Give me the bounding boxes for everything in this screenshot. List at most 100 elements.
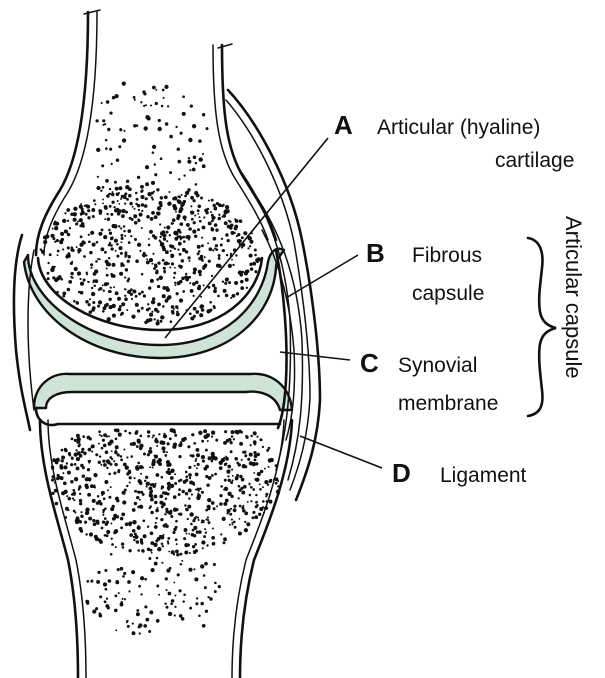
stipple-dot [86,205,90,209]
stipple-dot [211,227,213,229]
stipple-dot [43,235,47,239]
stipple-dot [111,450,113,452]
stipple-dot [150,104,152,106]
stipple-dot [207,208,210,211]
stipple-dot [203,535,206,538]
stipple-dot [164,454,167,457]
stipple-dot [185,492,188,495]
stipple-dot [97,495,100,498]
stipple-dot [134,99,136,101]
stipple-dot [236,462,239,465]
stipple-dot [113,472,116,475]
stipple-dot [98,300,102,304]
stipple-dot [104,218,106,220]
stipple-dot [202,460,205,463]
label-c-text-line1: Synovial [398,354,477,377]
stipple-dot [91,208,95,212]
stipple-dot [164,602,166,604]
stipple-dot [252,488,255,491]
stipple-dot [231,519,233,521]
stipple-dot [119,305,122,308]
stipple-dot [220,533,222,535]
stipple-dot [54,489,58,493]
stipple-dot [181,194,183,196]
stipple-dot [180,236,183,239]
stipple-dot [146,260,150,264]
stipple-dot [103,463,107,467]
stipple-dot [135,124,138,127]
stipple-dot [185,532,187,534]
stipple-dot [189,260,191,262]
stipple-dot [133,214,137,218]
stipple-dot [73,212,77,216]
label-a: A Articular (hyaline) cartilage [334,110,574,172]
stipple-dot [148,286,151,289]
stipple-dot [115,629,117,631]
stipple-dot [181,277,185,281]
stipple-dot [254,263,256,265]
stipple-dot [170,469,174,473]
stipple-dot [215,228,218,231]
stipple-dot [190,205,192,207]
stipple-dot [62,291,66,295]
stipple-dot [103,582,107,586]
stipple-dot [188,276,191,279]
stipple-dot [166,225,170,229]
stipple-dot [70,480,73,483]
stipple-dot [165,525,168,528]
stipple-dot [168,612,172,616]
stipple-dot [148,244,151,247]
stipple-dot [237,239,241,243]
stipple-dot [140,185,144,189]
stipple-dot [170,255,174,259]
stipple-dot [103,444,107,448]
stipple-dot [156,212,160,216]
stipple-dot [225,278,229,282]
stipple-dot [140,101,142,103]
stipple-dot [170,250,172,252]
stipple-dot [183,174,185,176]
stipple-dot [227,492,231,496]
stipple-dot [187,256,190,259]
stipple-dot [192,124,196,128]
stipple-dot [170,320,173,323]
stipple-dot [137,549,140,552]
stipple-dot [161,231,164,234]
stipple-dot [161,562,163,564]
stipple-dot [166,606,169,609]
stipple-dot [53,222,56,225]
stipple-dot [255,462,258,465]
stipple-dot [154,163,156,165]
stipple-dot [149,313,153,317]
stipple-dot [121,214,125,218]
stipple-dot [145,115,149,119]
stipple-dot [168,191,170,193]
stipple-dot [183,215,187,219]
stipple-dot [136,540,140,544]
stipple-dot [47,272,50,275]
stipple-dot [143,92,146,95]
stipple-dot [174,614,176,616]
stipple-dot [219,461,223,465]
stipple-dot [104,123,106,125]
stipple-dot [77,437,81,441]
stipple-dot [51,492,54,495]
stipple-dot [156,269,159,272]
stipple-dot [106,598,108,600]
stipple-dot [188,497,190,499]
stipple-dot [134,208,136,210]
stipple-dot [188,239,190,241]
stipple-dot [198,530,202,534]
stipple-dot [96,241,99,244]
stipple-dot [157,507,159,509]
upper-bone [36,10,276,326]
stipple-dot [211,431,215,435]
stipple-dot [191,533,195,537]
stipple-dot [189,607,192,610]
stipple-dot [195,460,197,462]
stipple-dot [181,490,184,493]
stipple-dot [225,233,228,236]
stipple-dot [177,195,179,197]
stipple-dot [145,182,149,186]
stipple-dot [142,467,144,469]
